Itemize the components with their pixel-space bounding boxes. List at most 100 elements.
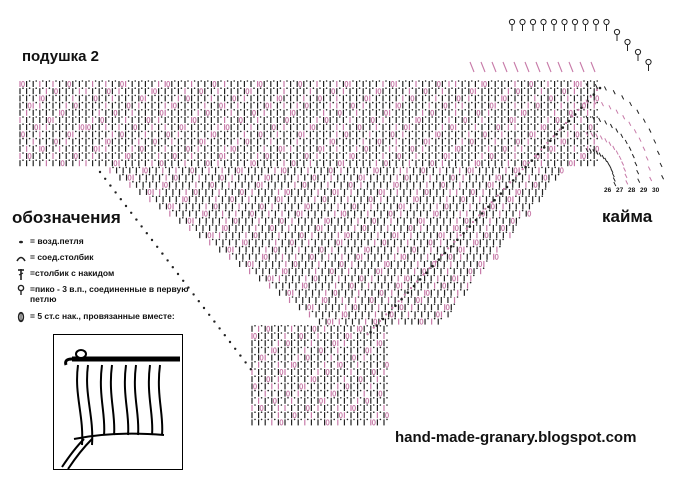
stitch-cell (356, 116, 361, 123)
stitch-cell (124, 145, 130, 152)
stitch-cell (251, 232, 258, 239)
stitch-cell (284, 217, 290, 224)
stitch-cell (342, 145, 348, 152)
stitch-cell (531, 181, 538, 188)
stitch-cell (235, 253, 241, 260)
stitch-cell (357, 245, 363, 253)
stitch-cell (255, 209, 260, 217)
stitch-cell (177, 87, 183, 95)
stitch-cell (249, 267, 254, 275)
stitch-cell (265, 260, 270, 267)
stitch-cell (178, 173, 184, 181)
stitch-cell (374, 253, 379, 260)
stitch-cell (386, 166, 391, 174)
border-fan (469, 18, 665, 187)
stitch-cell (281, 195, 286, 203)
stitch-cell (276, 101, 282, 109)
stitch-cell (540, 130, 546, 138)
picot-mark (613, 28, 621, 36)
stitch-cell (310, 332, 316, 339)
stitch-cell (91, 145, 98, 152)
seam-dot (409, 286, 413, 290)
stitch-cell (316, 152, 321, 159)
stitch-cell (323, 94, 328, 102)
stitch-cell (463, 274, 469, 282)
stitch-cell (291, 202, 296, 210)
stitch-cell (257, 101, 262, 109)
stitch-cell (224, 101, 229, 109)
stitch-cell (158, 87, 163, 95)
stitch-cell (341, 253, 346, 260)
stitch-cell (443, 217, 448, 224)
stitch-cell (461, 137, 467, 145)
stitch-cell (45, 109, 51, 116)
stitch-cell (152, 188, 157, 195)
stitch-cell (191, 87, 196, 95)
stitch-cell (415, 152, 420, 159)
stitch-cell (369, 123, 374, 131)
seam-dot (378, 319, 382, 323)
stitch-cell (261, 209, 267, 217)
stitch-cell (72, 159, 77, 167)
stitch-cell (270, 145, 275, 152)
stitch-cell (573, 131, 580, 138)
stitch-cell (370, 353, 375, 361)
stitch-cell (538, 166, 543, 174)
stitch-cell (297, 375, 303, 383)
stitch-cell (221, 166, 226, 174)
seam-dot (459, 234, 462, 237)
stitch-cell (338, 317, 344, 325)
legend-item-dc: =столбик с накидом (14, 268, 114, 280)
stitch-cell (210, 137, 216, 145)
border-stitch (649, 176, 653, 182)
stitch-cell (449, 202, 455, 210)
stitch-cell (149, 195, 154, 203)
stitch-cell (251, 346, 256, 354)
stitch-cell (283, 94, 288, 102)
stitch-cell (501, 101, 506, 109)
border-stitch (593, 100, 597, 105)
stitch-cell (58, 101, 64, 109)
stitch-cell (325, 318, 331, 325)
border-stitch (579, 61, 585, 73)
stitch-cell (248, 224, 253, 231)
stitch-cell (428, 116, 434, 123)
stitch-cell (208, 209, 214, 217)
stitch-cell (304, 325, 309, 332)
stitch-cell (340, 210, 347, 217)
stitch-cell (349, 87, 354, 95)
stitch-cell (274, 209, 280, 217)
stitch-cell (593, 130, 598, 138)
stitch-cell (463, 260, 468, 267)
stitch-cell (118, 123, 123, 131)
stitch-cell (417, 260, 422, 267)
stitch-cell (481, 159, 486, 167)
stitch-cell (250, 145, 255, 152)
stitch-cell (422, 159, 427, 167)
stitch-cell (284, 397, 289, 404)
stitch-cell (172, 188, 177, 195)
stitch-cell (397, 274, 403, 282)
stitch-cell (540, 116, 546, 123)
stitch-cell (132, 173, 137, 181)
stitch-cell (303, 130, 308, 138)
stitch-cell (528, 202, 534, 210)
stitch-cell (91, 159, 97, 167)
edge-dot (187, 286, 190, 289)
stitch-cell (288, 253, 293, 260)
stitch-cell (158, 101, 163, 109)
stitch-cell (370, 361, 375, 368)
stitch-cell (172, 202, 177, 210)
stitch-cell (337, 332, 342, 339)
stitch-cell (386, 195, 392, 203)
stitch-cell (450, 303, 456, 311)
stitch-cell (274, 166, 279, 174)
stitch-cell (402, 152, 407, 159)
stitch-cell (427, 253, 432, 260)
stitch-cell (284, 368, 289, 375)
stitch-cell (408, 87, 414, 95)
stitch-cell (421, 310, 426, 318)
stitch-cell (402, 145, 407, 152)
stitch-cell (351, 245, 356, 253)
edge-dot (239, 354, 242, 357)
